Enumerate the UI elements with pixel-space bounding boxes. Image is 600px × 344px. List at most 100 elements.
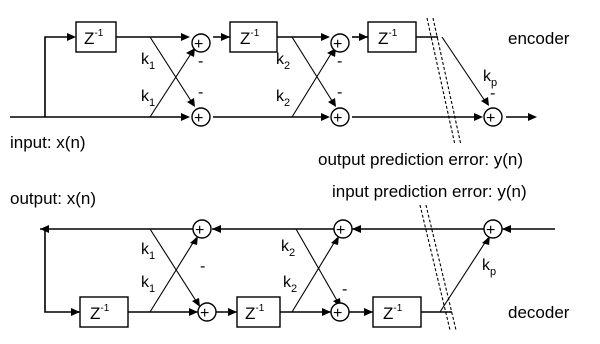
encoder-coef-k1-bottom: k1 <box>141 88 155 109</box>
decoder-delay-3-base: Z <box>383 304 393 323</box>
encoder-sum-1-top: + <box>191 33 211 53</box>
decoder-coef-k1-top: k1 <box>141 241 155 262</box>
encoder-arrow-into-sum2-top <box>321 33 330 41</box>
svg-text:Z-1: Z-1 <box>378 28 398 48</box>
decoder-label: decoder <box>508 303 570 322</box>
decoder-cross-2b <box>295 228 340 305</box>
decoder-delay-3-exp: -1 <box>393 303 402 314</box>
encoder-arrow-into-sum2-bottom <box>321 113 330 121</box>
decoder-arrow-cross-2a <box>331 236 339 245</box>
decoder-sum-2-top-plus: + <box>336 222 345 239</box>
encoder-delay-1: Z-1 <box>75 21 117 53</box>
decoder-coef-k1-bottom: k1 <box>141 274 155 295</box>
svg-text:Z-1: Z-1 <box>90 303 110 323</box>
encoder-delay-3: Z-1 <box>367 21 417 53</box>
decoder-delay-2-exp: -1 <box>255 303 264 314</box>
encoder-arrow-into-sum3 <box>474 113 483 121</box>
encoder-arrow-into-sum1-bottom <box>181 113 190 121</box>
encoder-sum-2-bottom-plus: + <box>333 110 342 127</box>
encoder-sum-1-bottom-plus: + <box>194 110 203 127</box>
encoder-arrow-cross-1a <box>187 98 195 107</box>
decoder-delay-1-base: Z <box>90 304 100 323</box>
decoder-output-label: output: x(n) <box>10 189 96 208</box>
decoder-input-label: input prediction error: y(n) <box>332 182 527 201</box>
decoder-delay-2-base: Z <box>245 304 255 323</box>
decoder-delay-1-exp: -1 <box>100 303 109 314</box>
decoder-arrow-into-z3 <box>364 308 373 316</box>
decoder-arrow-into-z2 <box>228 308 237 316</box>
encoder-arrow-cross-2a <box>328 98 336 107</box>
svg-text:Z-1: Z-1 <box>240 28 260 48</box>
encoder-label: encoder <box>508 29 570 48</box>
break-mark-2 <box>432 17 462 146</box>
encoder-delay-3-base: Z <box>378 29 388 48</box>
decoder-minus-2: - <box>342 281 347 298</box>
encoder-input-label: input: x(n) <box>10 133 86 152</box>
encoder-cross-1a <box>149 36 194 105</box>
decoder-section: Z-1 Z-1 Z-1 + + + + + <box>10 182 570 328</box>
encoder-minus-1-top: - <box>198 53 203 70</box>
encoder-coef-kp: kp <box>483 68 497 89</box>
encoder-sum-3: + <box>483 107 503 127</box>
encoder-sum-1-top-plus: + <box>194 36 203 53</box>
decoder-coef-k2-top: k2 <box>281 238 295 259</box>
encoder-minus-1-bottom: - <box>198 84 203 101</box>
decoder-tap-down-line <box>44 229 80 313</box>
decoder-cross-1b <box>149 228 199 305</box>
encoder-coef-k2-bottom: k2 <box>276 88 290 109</box>
decoder-arrow-into-z1 <box>71 308 80 316</box>
decoder-kp-line <box>439 237 489 313</box>
encoder-arrow-into-z2 <box>221 33 230 41</box>
encoder-delay-2-base: Z <box>240 29 250 48</box>
encoder-minus-3: - <box>490 85 495 102</box>
encoder-arrow-into-sum1-top <box>181 33 190 41</box>
decoder-cross-1a <box>149 237 197 313</box>
encoder-delay-2-exp: -1 <box>250 28 259 39</box>
decoder-input-arrow <box>502 225 511 233</box>
encoder-delay-1-base: Z <box>84 29 94 48</box>
break-mark-4 <box>425 204 457 331</box>
encoder-coef-k1-top: k1 <box>141 51 155 72</box>
encoder-delay-1-exp: -1 <box>94 28 103 39</box>
decoder-sum-1-bottom: + <box>197 302 217 322</box>
encoder-output-label: output prediction error: y(n) <box>318 150 523 169</box>
encoder-cross-2b <box>291 48 335 118</box>
svg-text:Z-1: Z-1 <box>245 303 265 323</box>
encoder-minus-2-top: - <box>337 53 342 70</box>
encoder-tap-up-line <box>44 36 67 117</box>
decoder-arrow-cross-1b <box>192 298 200 307</box>
encoder-minus-2-bottom: - <box>337 84 342 101</box>
decoder-sum-2-top: + <box>333 219 353 239</box>
encoder-coef-k2-top: k2 <box>276 51 290 72</box>
encoder-sum-2-top: + <box>330 33 350 53</box>
decoder-arrow-into-sum2-bottom <box>322 308 331 316</box>
decoder-arrow-kp <box>482 236 490 245</box>
decoder-delay-3: Z-1 <box>372 296 422 328</box>
decoder-coef-kp: kp <box>482 257 496 278</box>
encoder-cross-2a <box>291 36 335 105</box>
encoder-sum-3-plus: + <box>486 110 495 127</box>
decoder-delay-2: Z-1 <box>236 296 281 328</box>
decoder-arrow-top-2 <box>212 225 221 233</box>
decoder-sum-1-top-plus: + <box>195 222 204 239</box>
encoder-sum-1-bottom: + <box>191 107 211 127</box>
encoder-delay-3-exp: -1 <box>388 28 397 39</box>
decoder-sum-2-bottom: + <box>330 302 350 322</box>
encoder-sum-2-bottom: + <box>330 107 350 127</box>
decoder-arrow-into-sum1-bottom <box>189 308 198 316</box>
decoder-arrow-top-1 <box>352 225 361 233</box>
encoder-section: Z-1 Z-1 Z-1 + + + + + <box>10 21 570 169</box>
decoder-coef-k2-bottom: k2 <box>283 274 297 295</box>
decoder-arrow-cross-1a <box>190 236 198 245</box>
encoder-arrow-into-z3 <box>359 33 368 41</box>
decoder-minus-1: - <box>200 258 205 275</box>
decoder-sum-1-bottom-plus: + <box>200 305 209 322</box>
encoder-delay-2: Z-1 <box>229 21 278 53</box>
encoder-arrow-cross-1b <box>186 48 195 57</box>
encoder-sum-2-top-plus: + <box>333 36 342 53</box>
svg-text:Z-1: Z-1 <box>84 28 104 48</box>
encoder-kp-line <box>441 36 488 105</box>
decoder-sum-2-bottom-plus: + <box>333 305 342 322</box>
encoder-arrow-kp <box>481 97 489 106</box>
